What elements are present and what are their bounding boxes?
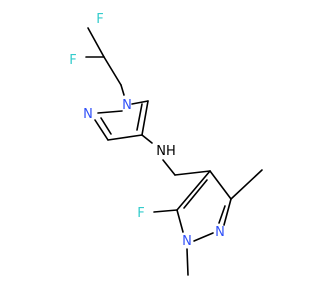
bond-c5prime-c4prime — [176, 170, 211, 211]
bond-n1-n2 — [97, 110, 123, 114]
atom-nitrogen-n1: N — [122, 98, 132, 113]
bond-n1prime-methyl — [186, 248, 189, 276]
bond-ch2-n1 — [120, 84, 125, 96]
bond-nh-ch2 — [162, 159, 176, 176]
bond-n2-c3 — [94, 119, 109, 141]
bond-c4-c5-double — [136, 103, 143, 131]
bond-c5prime-c4prime-double — [183, 179, 208, 209]
bond-n2prime-n1prime — [193, 232, 214, 242]
bond-c3prime-n2prime — [223, 198, 232, 226]
atom-nitrogen-n2: N — [83, 107, 93, 122]
bond-chf2-ch2 — [103, 56, 122, 86]
bond-chf2-f-upper — [87, 27, 105, 58]
atom-labels: F F N N NH N N F — [69, 12, 225, 249]
atom-nitrogen-n1-prime: N — [182, 234, 192, 249]
bond-c4-c5 — [141, 100, 149, 136]
atom-amine-nh: NH — [156, 144, 176, 159]
bond-n1prime-c5prime — [176, 209, 184, 233]
bond-c5prime-f — [153, 209, 178, 213]
atom-fluorine-lower: F — [137, 206, 144, 221]
atom-fluorine-left: F — [69, 53, 76, 68]
bond-c3-c4 — [107, 134, 143, 141]
bond-c3prime-n2prime-double — [218, 205, 226, 224]
bond-c3prime-methyl — [230, 169, 263, 200]
molecule-canvas: F F N N NH N N F — [69, 12, 263, 276]
bond-c4-nh — [141, 134, 153, 144]
bond-c4prime-c3prime — [209, 170, 232, 200]
bond-c5-n1 — [131, 100, 149, 105]
bonds — [85, 27, 263, 276]
bond-ch2-c4prime — [174, 170, 211, 176]
atom-nitrogen-n2-prime: N — [215, 225, 225, 240]
bond-n2-c3-double — [100, 117, 112, 135]
molecule-structure: F F N N NH N N F — [69, 12, 263, 276]
atom-fluorine-upper: F — [96, 12, 103, 27]
